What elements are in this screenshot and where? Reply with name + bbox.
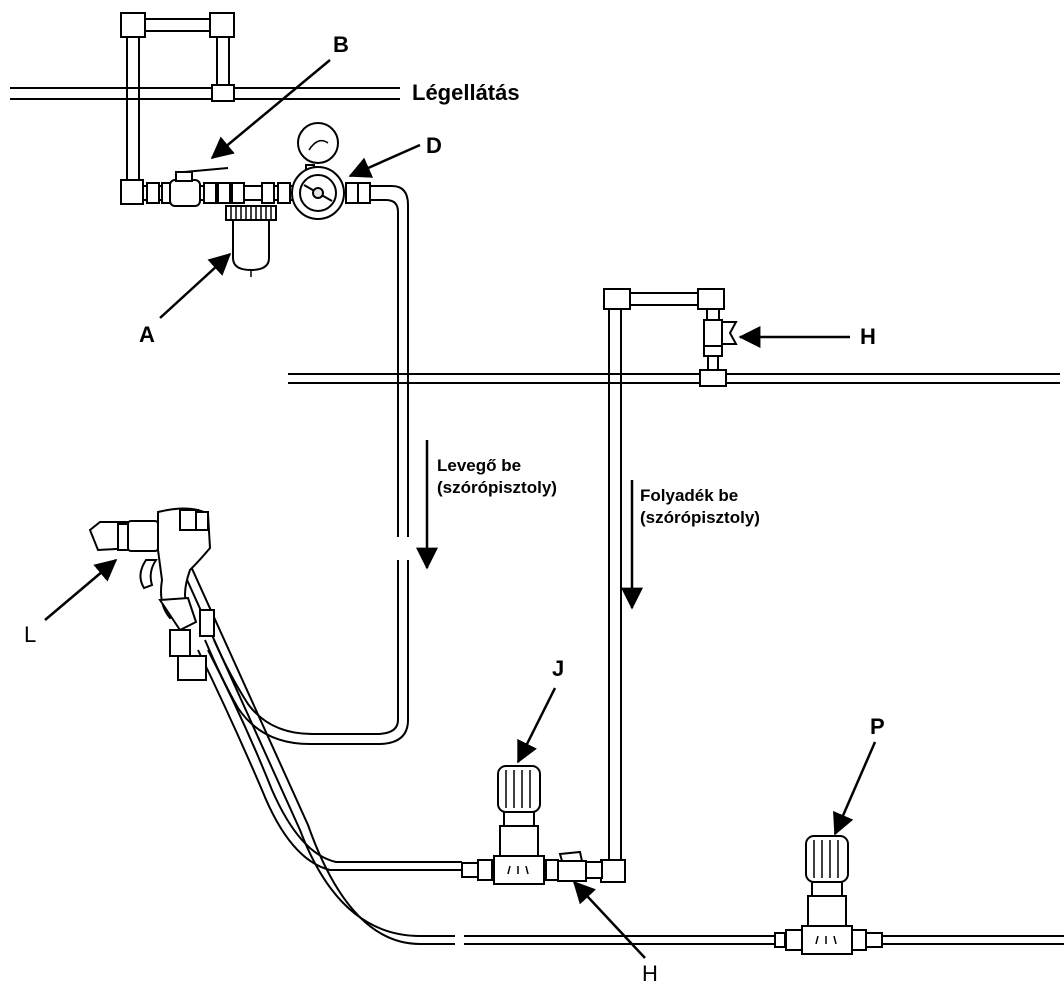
callout-h-bottom-leader [572,880,646,959]
air-supply-label: Légellátás [412,80,520,105]
callout-d: D [426,133,442,158]
callout-l: L [24,622,36,647]
fluid-drop-loop [600,288,738,883]
callout-b-leader [210,59,331,160]
fluid-regulator-assembly [197,649,603,885]
callout-h-bottom: H [642,961,658,985]
callout-p-leader [833,741,877,836]
callout-j: J [552,656,564,681]
air-supply-header-pipe [10,87,400,100]
callout-j-leader [516,687,557,764]
fluid-in-label-line2: (szórópisztoly) [640,508,760,527]
fluid-supply-header-pipe [288,373,1060,384]
callout-a: A [139,322,155,347]
air-hose [204,185,409,745]
fluid-in-label-line1: Folyadék be [640,486,738,505]
air-control-assembly [143,122,371,277]
callout-p: P [870,714,885,739]
callout-l-leader [44,558,118,621]
air-drop-loop [120,12,235,205]
fluid-return-line [159,519,1064,955]
callout-a-leader [159,252,232,319]
callout-h-top: H [860,324,876,349]
air-in-label-line2: (szórópisztoly) [437,478,557,497]
callout-b: B [333,32,349,57]
air-in-label-line1: Levegő be [437,456,521,475]
spray-gun-icon [88,507,215,681]
callout-d-leader [348,143,421,178]
